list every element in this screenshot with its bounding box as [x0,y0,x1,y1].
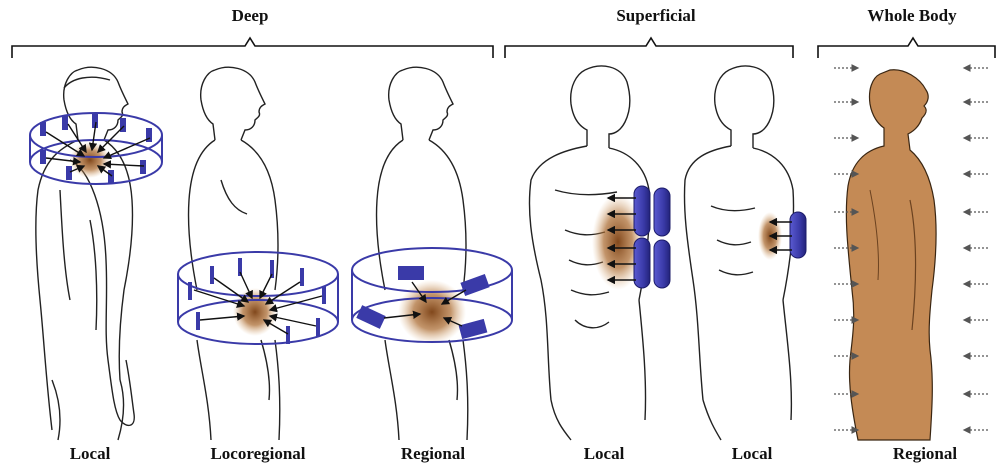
panel-label-superficial-local-single: Local [732,444,773,464]
bracket-whole-body [818,38,995,58]
panel-label-superficial-local-array: Local [584,444,625,464]
panel-deep-regional [352,67,512,440]
panel-deep-locoregional [178,67,338,440]
panel-superficial-local-array [529,66,670,440]
surface-applicator [790,212,806,258]
whole-body-silhouette [846,70,936,440]
panel-label-deep-local: Local [70,444,111,464]
human-figure-profile [36,67,134,440]
panel-deep-local [30,113,162,184]
radiant-heat-arrows-right [964,68,988,430]
heat-focus [398,280,466,344]
panel-superficial-local-single [684,66,806,440]
human-figure-profile [376,67,467,440]
panel-label-deep-locoregional: Locoregional [210,444,305,464]
panel-whole-body [834,68,988,440]
bracket-deep [12,38,493,58]
panel-label-deep-regional: Regional [401,444,465,464]
bracket-superficial [505,38,793,58]
panel-label-whole-body: Regional [893,444,957,464]
heat-focus [70,142,110,178]
